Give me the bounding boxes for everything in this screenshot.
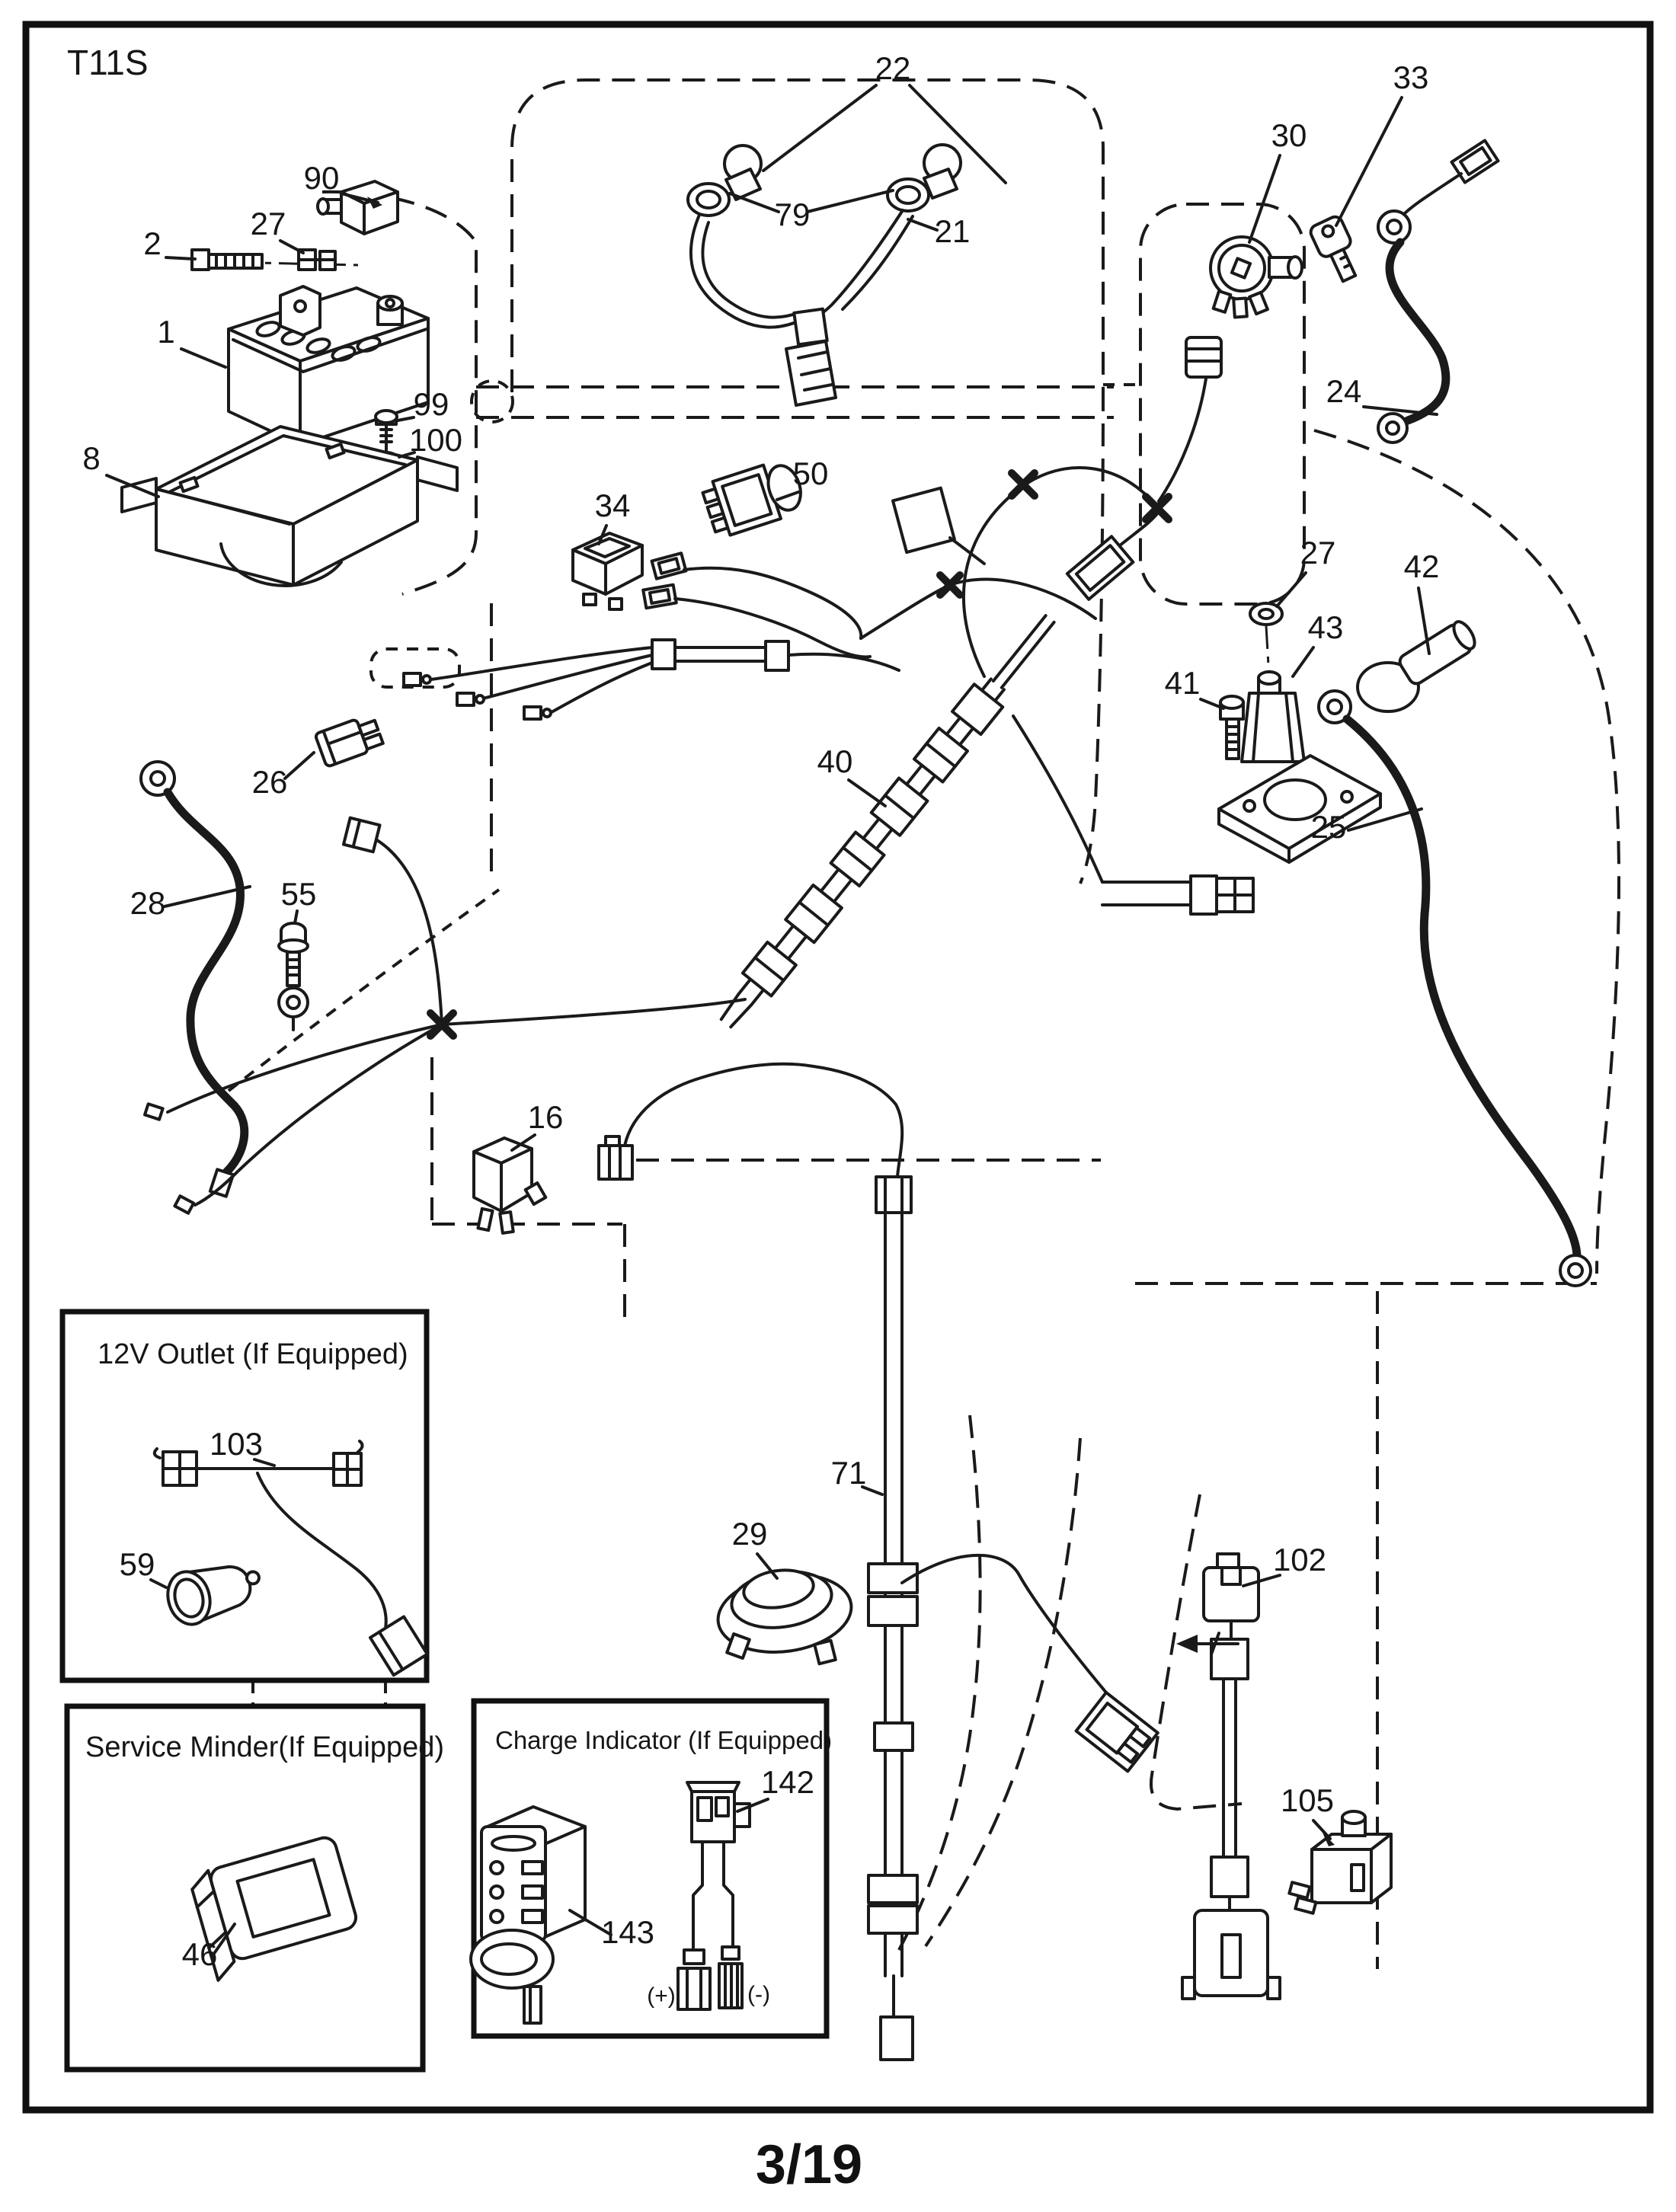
harness-branch-connector <box>597 1062 904 1181</box>
solenoid-assembly <box>1217 602 1592 1287</box>
inset-12v-outlet: 12V Outlet (If Equipped) <box>59 1309 430 1683</box>
callout-100: 100 <box>409 422 462 458</box>
callout-29: 29 <box>732 1516 768 1552</box>
callout-55: 55 <box>281 876 317 912</box>
inset-charge-indicator: Charge Indicator (If Equipped) <box>469 1698 832 2039</box>
solenoid-battery-cable <box>1317 689 1592 1287</box>
callout-42: 42 <box>1404 548 1440 584</box>
callout-16: 16 <box>528 1099 564 1135</box>
solenoid-nut <box>1249 602 1284 626</box>
main-harness <box>341 466 1255 1029</box>
battery-terminal-post <box>376 295 404 326</box>
left-plug <box>341 816 382 854</box>
ignition-connector <box>1157 336 1223 503</box>
callout-8: 8 <box>82 440 100 476</box>
callout-33: 33 <box>1393 59 1429 95</box>
solenoid-bolt <box>1219 695 1245 760</box>
model-code: T11S <box>67 43 149 82</box>
headlight-harness <box>686 143 962 407</box>
center-wiring <box>402 551 1097 721</box>
callout-59: 59 <box>120 1546 155 1582</box>
battery <box>227 285 430 446</box>
seat-switch-connector <box>1074 1691 1159 1773</box>
callout-102: 102 <box>1273 1542 1326 1577</box>
callout-26: 26 <box>252 764 288 800</box>
hour-meter <box>701 463 802 537</box>
callout-28: 28 <box>130 885 166 921</box>
callout-40: 40 <box>817 743 853 779</box>
ground-screw <box>277 922 309 1031</box>
fuse <box>314 718 385 768</box>
callout-143: 143 <box>601 1914 654 1950</box>
disconnect-arrow <box>1176 1632 1239 1656</box>
diagram-frame <box>22 21 1654 2114</box>
callout-22: 22 <box>875 50 911 86</box>
ignition-ground-wire <box>1377 139 1500 444</box>
outlet-socket <box>166 1565 261 1626</box>
extension-harness <box>1176 1552 1281 2000</box>
service-minder-display <box>190 1836 358 1982</box>
battery-terminal-bracket <box>279 285 321 337</box>
page-number: 3/19 <box>756 2134 862 2195</box>
bullet-terminal <box>402 672 552 721</box>
callout-30: 30 <box>1271 117 1307 153</box>
callout-24: 24 <box>1326 373 1362 409</box>
ignition-key <box>1309 215 1358 283</box>
callout-99: 99 <box>414 386 449 422</box>
callout-90: 90 <box>304 160 340 196</box>
interlock-switch <box>1287 1810 1393 1915</box>
callout-105: 105 <box>1281 1782 1334 1818</box>
blank-tag <box>891 486 986 565</box>
outlet-harness <box>152 1440 429 1677</box>
callout-41: 41 <box>1165 665 1201 701</box>
inset-12v-outlet-title: 12V Outlet (If Equipped) <box>98 1338 408 1370</box>
callout-27b: 27 <box>1300 535 1336 571</box>
battery-nut <box>297 248 337 271</box>
inset-service-minder: Service Minder(If Equipped) <box>64 1703 444 2073</box>
ignition-switch <box>1209 235 1303 319</box>
charge-indicator-module <box>469 1805 587 2025</box>
callout-46: 46 <box>182 1936 218 1972</box>
seat-switch-cap <box>716 1568 853 1666</box>
relay <box>472 1136 548 1235</box>
callout-1: 1 <box>157 314 174 350</box>
negative-terminal-label: (-) <box>747 1982 770 2007</box>
callout-79: 79 <box>775 197 811 232</box>
dash-switch <box>571 532 644 611</box>
solenoid <box>1217 670 1382 864</box>
seat-harness <box>867 1175 1159 2061</box>
battery-bolt <box>190 248 359 271</box>
callouts: 90 2 27 1 99 100 8 22 79 21 30 33 24 34 … <box>82 50 1439 1972</box>
ground-cable <box>139 760 443 1215</box>
positive-terminal-label: (+) <box>647 1983 676 2009</box>
callout-25: 25 <box>1311 809 1347 845</box>
callout-2: 2 <box>143 225 161 261</box>
callout-103: 103 <box>210 1426 263 1462</box>
inset-service-minder-title: Service Minder(If Equipped) <box>85 1731 444 1763</box>
callout-71: 71 <box>831 1455 867 1491</box>
callout-27a: 27 <box>251 206 286 241</box>
inset-charge-indicator-title: Charge Indicator (If Equipped) <box>495 1726 832 1754</box>
terminal-boot <box>1356 620 1476 713</box>
callout-43: 43 <box>1308 609 1344 645</box>
callout-21: 21 <box>935 213 971 249</box>
callout-50: 50 <box>793 456 829 491</box>
callout-142: 142 <box>761 1764 814 1800</box>
charge-indicator-harness: (+) (-) <box>647 1781 770 2011</box>
battery-tray <box>120 425 459 587</box>
callout-34: 34 <box>595 487 631 523</box>
